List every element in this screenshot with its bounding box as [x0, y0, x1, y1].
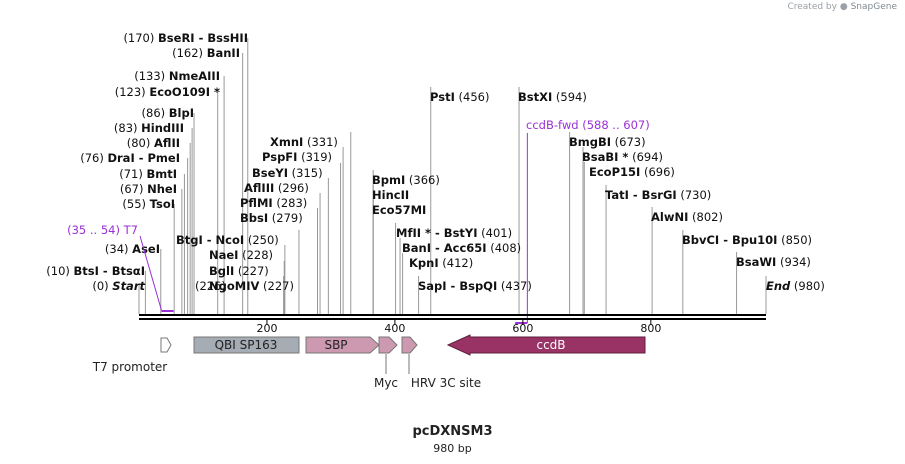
feature-label-sbp: SBP [324, 338, 347, 352]
site-label-bseyi: BseYI (315) [252, 166, 323, 180]
site-label-btgi-ncoi: BtgI - NcoI (250) [176, 233, 279, 247]
site-leader-lines [138, 38, 767, 314]
primer-annotations: (35 .. 54) T7 ccdB-fwd (588 .. 607) [67, 118, 650, 324]
site-label-xmni: XmnI (331) [270, 135, 338, 149]
site-label-btsi-bts-i: (10) BtsI - BtsαI [46, 264, 145, 278]
site-label-blpi: (86) BlpI [142, 106, 194, 120]
site-label-nhei: (67) NheI [120, 182, 177, 196]
scale-tick-label: 600 [512, 322, 533, 335]
feature-sbp [305, 336, 380, 354]
site-label-kpni: KpnI (412) [409, 256, 473, 270]
feature-t7-promoter [160, 337, 172, 353]
site-label-bsabi: BsaBI * (694) [582, 150, 663, 164]
site-label-drai-pmei: (76) DraI - PmeI [80, 151, 180, 165]
site-label-bmti: (71) BmtI [119, 167, 177, 181]
credit-brand: SnapGene [850, 2, 897, 12]
feature-label-qbi-sp163: QBI SP163 [215, 338, 278, 352]
feature-label-myc: Myc [374, 376, 398, 390]
site-label-pflmi: PflMI (283) [240, 196, 307, 210]
primer-label-t7: (35 .. 54) T7 [67, 223, 138, 237]
scale-tick-label: 400 [384, 322, 405, 335]
site-label-tsoi: (55) TsoI [122, 197, 175, 211]
site-label-bsawi: BsaWI (934) [736, 255, 811, 269]
site-labels: (10) BtsI - BtsαI(0) Start (34) AseI (55) … [46, 31, 825, 293]
site-label-bani-acc65i: BanI - Acc65I (408) [402, 241, 521, 255]
feature-label-t7-promoter: T7 promoter [92, 360, 168, 374]
site-label-aflii: (80) AflII [127, 136, 180, 150]
site-label-ecoo109i: (123) EcoO109I * [115, 85, 220, 99]
site-label-226: (226) [195, 279, 226, 293]
primer-label-ccdb-fwd: ccdB-fwd (588 .. 607) [526, 118, 650, 132]
site-label-nmeaiii: (133) NmeAIII [134, 69, 220, 83]
site-label-bseri-bsshii: (170) BseRI - BssHII [123, 31, 248, 45]
scale-ticks: 200 400 600 800 [256, 320, 661, 335]
feature-ccdb [446, 334, 646, 356]
dna-backbone [139, 314, 766, 320]
site-label-psti: PstI (456) [430, 90, 489, 104]
site-label-pspfi: PspFI (319) [262, 150, 332, 164]
feature-track: T7 promoter QBI SP163 SBP Myc HRV 3C site ccd… [92, 334, 646, 390]
plasmid-length: 980 bp [433, 442, 472, 455]
site-label-hincii: HincII [372, 188, 409, 202]
site-label-bbsi: BbsI (279) [240, 211, 303, 225]
feature-label-hrv-3c-site: HRV 3C site [411, 376, 481, 390]
site-label-sapi-bspqi: SapI - BspQI (437) [418, 279, 532, 293]
site-label-ecop15i: EcoP15I (696) [589, 165, 675, 179]
site-label-bbvci-bpu10i: BbvCI - Bpu10I (850) [682, 233, 812, 247]
credit: Created by ● SnapGene [787, 2, 897, 12]
site-label-bmgbi: BmgBI (673) [569, 135, 646, 149]
credit-prefix: Created by [787, 2, 837, 12]
site-label-afliii: AflIII (296) [244, 181, 309, 195]
site-label-tati-bsrgi: TatI - BsrGI (730) [605, 188, 711, 202]
site-label-hindiii: (83) HindIII [114, 121, 184, 135]
site-label-bstxi: BstXI (594) [518, 90, 587, 104]
site-label-naei: NaeI (228) [209, 248, 273, 262]
scale-tick-label: 200 [256, 322, 277, 335]
site-label-bpmi: BpmI (366) [372, 173, 440, 187]
site-label-alwni: AlwNI (802) [651, 210, 723, 224]
site-label-bgli: BglI (227) [209, 264, 269, 278]
site-label-mfii-bstyi: MfII * - BstYI (401) [396, 226, 512, 240]
scale-tick-label: 800 [640, 322, 661, 335]
primer-leader-t7 [139, 235, 162, 311]
feature-qbi-sp163 [193, 336, 300, 354]
site-label-banii: (162) BanII [172, 46, 240, 60]
site-label-ngomiv: NgoMIV (227) [209, 279, 294, 293]
feature-myc [378, 336, 398, 354]
site-label-start: (0) Start [92, 279, 145, 293]
site-label-end: End (980) [766, 279, 825, 293]
site-label-eco57mi: Eco57MI [372, 203, 426, 217]
feature-hrv-3c-site [401, 336, 418, 354]
snapgene-logo-icon: ● [839, 2, 848, 12]
plasmid-title: pcDXNSM3 [412, 424, 493, 439]
feature-label-ccdb: ccdB [536, 338, 565, 352]
site-label-asei: (34) AseI [105, 242, 160, 256]
